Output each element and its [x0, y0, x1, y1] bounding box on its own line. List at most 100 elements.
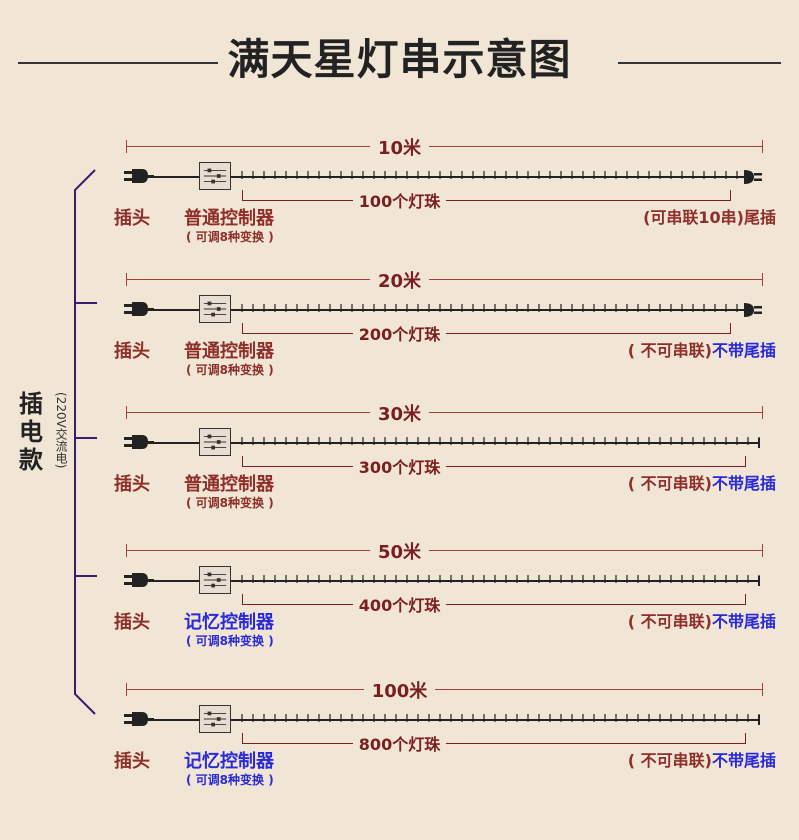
tail-note-prefix: ( 不可串联) [627, 341, 712, 360]
count-text: 200个灯珠 [352, 325, 447, 344]
controller-icon [199, 295, 231, 323]
tail-note-prefix: ( 不可串联) [627, 751, 712, 770]
length-label: 20米 [0, 267, 799, 293]
length-tick-left [126, 406, 127, 419]
tail-plug-icon [744, 170, 762, 184]
tail-note-prefix: ( 不可串联) [627, 612, 712, 631]
controller-sub-label: ( 可调8种变换 ) [186, 496, 274, 510]
light-string-row: 20米 200个灯珠 插头 普通控制器 ( 可调8种变换 ) ( 不可串联)不带… [0, 265, 799, 395]
side-label: 插电款 [19, 390, 43, 474]
length-tick-left [126, 544, 127, 557]
plug-icon [124, 169, 154, 183]
plug-icon [124, 302, 154, 316]
title-rule-left [18, 62, 218, 64]
length-line [126, 412, 763, 413]
count-text: 400个灯珠 [352, 596, 447, 615]
controller-icon [199, 705, 231, 733]
light-string-row: 10米 100个灯珠 插头 普通控制器 ( 可调8种变换 ) (可串联10串)尾… [0, 132, 799, 262]
count-bracket [242, 594, 746, 605]
plug-label: 插头 [114, 751, 150, 772]
count-label: 800个灯珠 [0, 731, 799, 755]
side-sub-label: (220V交流电) [54, 392, 68, 469]
controller-sub-label: ( 可调8种变换 ) [186, 363, 274, 377]
tail-note: ( 不可串联)不带尾插 [628, 747, 776, 771]
tail-note: ( 不可串联)不带尾插 [628, 608, 776, 632]
length-text: 30米 [369, 404, 430, 425]
length-tick-right [762, 140, 763, 153]
title-rule-right [618, 62, 781, 64]
plug-icon [124, 712, 154, 726]
count-bracket [242, 733, 746, 744]
wire [145, 719, 760, 721]
tail-note-suffix: 不带尾插 [711, 341, 776, 360]
controller-sub-label: ( 可调8种变换 ) [186, 230, 274, 244]
controller-sub-label: ( 可调8种变换 ) [186, 634, 274, 648]
length-tick-right [762, 406, 763, 419]
tail-note: ( 不可串联)不带尾插 [628, 470, 776, 494]
controller-label: 记忆控制器 [184, 612, 274, 633]
plug-icon [124, 573, 154, 587]
plug-icon [124, 435, 154, 449]
length-text: 20米 [369, 271, 430, 292]
count-label: 400个灯珠 [0, 592, 799, 616]
length-text: 100米 [363, 681, 436, 702]
tail-note-suffix: 不带尾插 [711, 612, 776, 631]
controller-icon [199, 428, 231, 456]
length-line [126, 146, 763, 147]
tail-note-suffix: 不带尾插 [711, 751, 776, 770]
length-line [126, 279, 763, 280]
wire-end [758, 715, 760, 725]
controller-label: 普通控制器 [184, 341, 274, 362]
count-label: 100个灯珠 [0, 188, 799, 212]
light-string-row: 50米 400个灯珠 插头 记忆控制器 ( 可调8种变换 ) ( 不可串联)不带… [0, 536, 799, 666]
length-text: 50米 [369, 542, 430, 563]
count-bracket [242, 190, 731, 201]
tail-note-prefix: (可串联10串) [643, 208, 744, 227]
controller-sub-label: ( 可调8种变换 ) [186, 773, 274, 787]
length-tick-left [126, 683, 127, 696]
bead-ticks [241, 575, 760, 583]
count-bracket [242, 456, 746, 467]
length-label: 50米 [0, 538, 799, 564]
length-tick-left [126, 140, 127, 153]
wire-end [758, 576, 760, 586]
tail-note-suffix: 不带尾插 [711, 474, 776, 493]
count-text: 800个灯珠 [352, 735, 447, 754]
count-bracket [242, 323, 731, 334]
length-text: 10米 [369, 138, 430, 159]
bead-ticks [241, 171, 738, 179]
wire [145, 580, 760, 582]
controller-icon [199, 566, 231, 594]
length-tick-right [762, 683, 763, 696]
length-line [126, 689, 763, 690]
plug-label: 插头 [114, 474, 150, 495]
length-label: 10米 [0, 134, 799, 160]
tail-plug-icon [744, 303, 762, 317]
wire [145, 442, 760, 444]
controller-icon [199, 162, 231, 190]
controller-label: 普通控制器 [184, 474, 274, 495]
count-label: 200个灯珠 [0, 321, 799, 345]
bead-ticks [241, 714, 760, 722]
length-label: 30米 [0, 400, 799, 426]
count-label: 300个灯珠 [0, 454, 799, 478]
light-string-row: 30米 300个灯珠 插头 普通控制器 ( 可调8种变换 ) ( 不可串联)不带… [0, 398, 799, 528]
bead-ticks [241, 437, 760, 445]
count-text: 300个灯珠 [352, 458, 447, 477]
length-label: 100米 [0, 677, 799, 703]
page-title: 满天星灯串示意图 [227, 35, 572, 84]
wire-end [758, 438, 760, 448]
length-tick-right [762, 273, 763, 286]
tail-note: ( 不可串联)不带尾插 [628, 337, 776, 361]
tail-note-suffix: 尾插 [743, 208, 776, 227]
wire [145, 176, 745, 178]
controller-label: 普通控制器 [184, 208, 274, 229]
plug-label: 插头 [114, 612, 150, 633]
count-text: 100个灯珠 [352, 192, 447, 211]
length-tick-left [126, 273, 127, 286]
length-tick-right [762, 544, 763, 557]
length-line [126, 550, 763, 551]
tail-note-prefix: ( 不可串联) [627, 474, 712, 493]
wire [145, 309, 745, 311]
light-string-row: 100米 800个灯珠 插头 记忆控制器 ( 可调8种变换 ) ( 不可串联)不… [0, 675, 799, 805]
